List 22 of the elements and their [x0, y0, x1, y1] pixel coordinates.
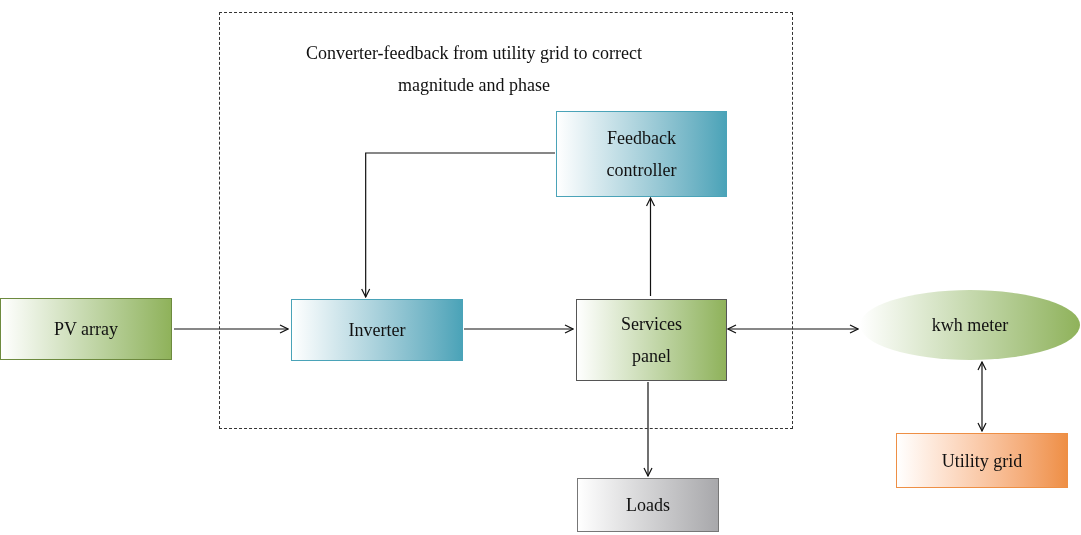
- node-label: Services panel: [620, 313, 683, 368]
- dashed-boundary: [219, 12, 793, 429]
- arrow: [361, 152, 556, 298]
- arrow: [727, 324, 859, 334]
- node-label: kwh meter: [930, 314, 1010, 337]
- process-box: [896, 433, 1068, 488]
- process-box: [577, 478, 719, 532]
- process-box: [0, 298, 172, 360]
- boundary-title: Converter-feedback from utility grid to correct magnitude and phase: [305, 42, 643, 97]
- arrow: [463, 324, 574, 334]
- process-box: [291, 299, 463, 361]
- process-box: [556, 111, 727, 197]
- arrow: [645, 197, 656, 297]
- node-label: Loads: [625, 494, 671, 517]
- node-label: PV array: [52, 318, 120, 341]
- arrow: [173, 324, 289, 334]
- arrow: [643, 381, 653, 477]
- process-box: [576, 299, 727, 381]
- node-label: Inverter: [347, 319, 407, 342]
- node-label: Feedback controller: [605, 127, 678, 182]
- node-label: Utility grid: [940, 449, 1024, 473]
- arrow: [977, 361, 987, 432]
